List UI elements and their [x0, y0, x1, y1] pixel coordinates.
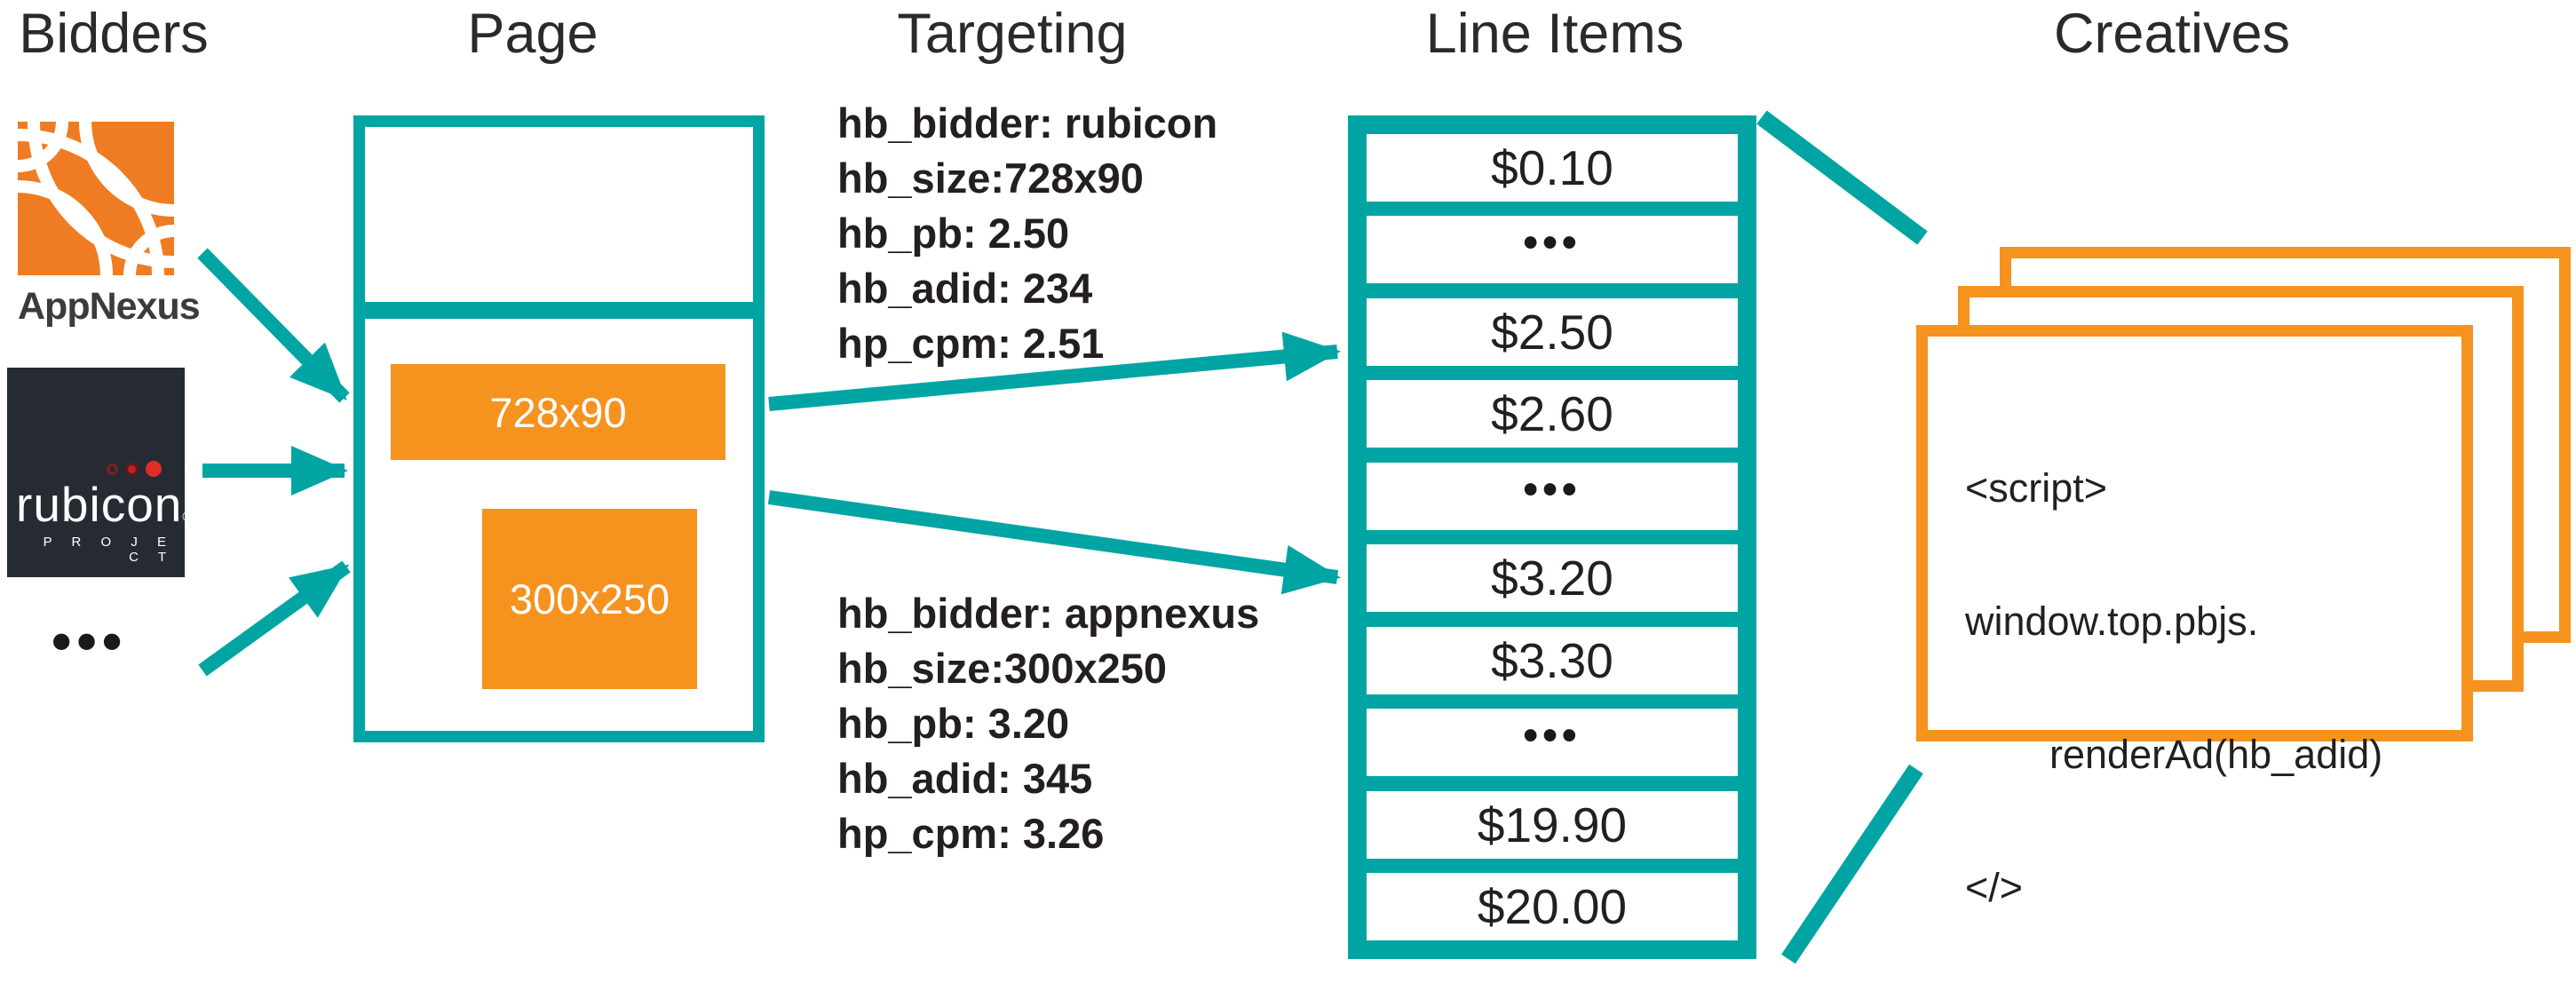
appnexus-logo-icon [18, 122, 174, 275]
bidder-appnexus: AppNexus [18, 122, 201, 329]
targeting-line: hb_adid: 234 [837, 265, 1093, 312]
targeting-line: hb_pb: 2.50 [837, 210, 1070, 257]
rubicon-wordmark: rubicon® [16, 477, 194, 532]
appnexus-label: AppNexus [18, 285, 201, 328]
line-item-row: $3.20 [1367, 544, 1738, 613]
rubicon-dot-mid [125, 462, 139, 476]
line-item-row: $20.00 [1367, 872, 1738, 940]
arrow-more-bidders-to-page [198, 560, 351, 677]
rubicon-dot-outline [107, 463, 118, 475]
targeting-line: hb_bidder: rubicon [837, 99, 1218, 147]
line-item-row-ellipsis: ••• [1367, 462, 1738, 530]
rubicon-dot-solid [146, 461, 162, 477]
line-item-row-ellipsis: ••• [1367, 709, 1738, 777]
column-header-page: Page [467, 3, 598, 65]
header-bidding-diagram: Bidders Page Targeting Line Items Creati… [7, 3, 2571, 963]
targeting-line: hb_pb: 3.20 [837, 700, 1070, 747]
column-header-line-items: Line Items [1425, 3, 1684, 65]
creative-card-front: <script> window.top.pbjs. renderAd(hb_ad… [1916, 325, 2473, 910]
targeting-block-appnexus: hb_bidder: appnexus hb_size:300x250 hb_p… [837, 586, 1259, 861]
line-item-row: $3.30 [1367, 626, 1738, 694]
targeting-line: hb_size:728x90 [837, 155, 1144, 202]
rubicon-logo-dots [16, 461, 162, 477]
line-items-table: $0.10 ••• $2.50 $2.60 ••• $3.20 $3.30 ••… [1348, 115, 1756, 959]
creative-render-script: <script> window.top.pbjs. renderAd(hb_ad… [1965, 377, 2382, 999]
line-lineitems-to-creatives-top [1756, 110, 1928, 245]
page-ad-area: 728x90 300x250 [353, 307, 765, 742]
line-item-row: $0.10 [1367, 134, 1738, 202]
registered-mark: ® [182, 510, 194, 525]
arrow-page-to-line-item-320 [767, 490, 1341, 595]
targeting-line: hb_size:300x250 [837, 645, 1168, 692]
column-header-targeting: Targeting [897, 3, 1128, 65]
code-line: <script> [1965, 465, 2108, 511]
targeting-line: hp_cpm: 3.26 [837, 810, 1105, 857]
line-item-row-ellipsis: ••• [1367, 216, 1738, 284]
code-line: renderAd(hb_adid) [2049, 732, 2383, 777]
line-item-row: $2.50 [1367, 297, 1738, 366]
column-header-bidders: Bidders [19, 3, 209, 65]
line-lineitems-to-creatives-bottom [1781, 764, 1923, 963]
ad-slot-300x250: 300x250 [482, 509, 697, 689]
targeting-block-rubicon: hb_bidder: rubicon hb_size:728x90 hb_pb:… [837, 96, 1217, 371]
more-bidders-ellipsis: ••• [52, 609, 128, 673]
targeting-line: hp_cpm: 2.51 [837, 320, 1105, 367]
arrow-appnexus-to-page [197, 248, 350, 403]
ad-slot-728x90: 728x90 [391, 364, 725, 460]
rubicon-project-subtitle: P R O J E C T [43, 535, 174, 565]
code-line: window.top.pbjs. [1965, 599, 2259, 644]
code-line: </> [1965, 865, 2024, 910]
targeting-line: hb_adid: 345 [837, 755, 1093, 802]
bidder-rubicon: rubicon® P R O J E C T [7, 368, 194, 577]
line-item-row: $2.60 [1367, 380, 1738, 448]
column-header-creatives: Creatives [2053, 3, 2291, 65]
targeting-line: hb_bidder: appnexus [837, 590, 1260, 637]
page-content-area [353, 115, 765, 313]
line-item-row: $19.90 [1367, 790, 1738, 859]
